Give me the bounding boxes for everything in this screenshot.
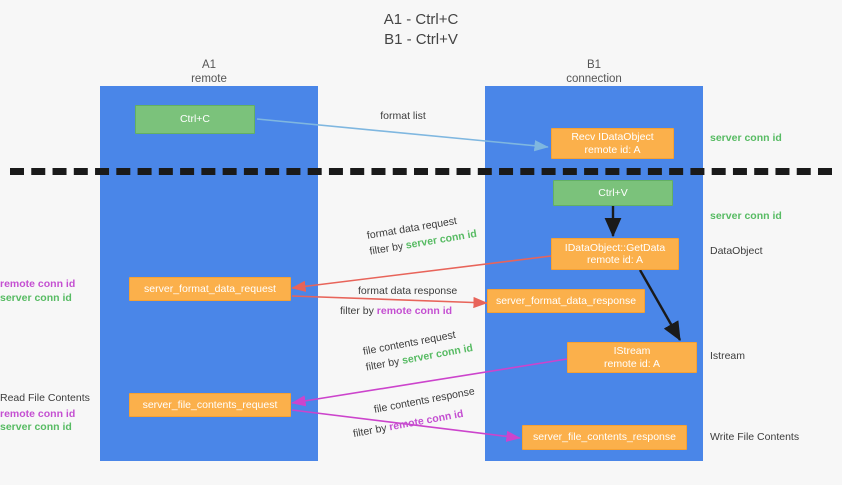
annotation-remote-conn-id-1: remote conn id xyxy=(0,278,76,290)
filter-by-text: filter by xyxy=(368,240,405,258)
annotation-server-conn-id-top: server conn id xyxy=(710,132,782,144)
annotation-dataobject: DataObject xyxy=(710,245,763,257)
annotation-left-conn-ids: remote conn id server conn id xyxy=(0,278,95,305)
label-file-contents-request-group: file contents request filter by server c… xyxy=(362,326,474,374)
annotation-write-file-contents: Write File Contents xyxy=(710,431,800,443)
node-istream-label: IStream xyxy=(613,345,651,357)
annotation-server-conn-id-2: server conn id xyxy=(0,421,72,433)
node-idataobject-getdata-remote-id: remote id: A xyxy=(586,254,644,266)
node-idataobject-getdata[interactable]: IDataObject::GetData remote id: A xyxy=(551,238,679,270)
node-istream-remote-id: remote id: A xyxy=(603,357,661,370)
label-file-contents-response-filter: filter by remote conn id xyxy=(352,405,479,441)
remote-conn-id-text: remote conn id xyxy=(376,305,453,317)
node-server-file-contents-request[interactable]: server_file_contents_request xyxy=(129,393,291,417)
node-recv-idataobject-remote-id: remote id: A xyxy=(584,143,641,156)
label-format-data-response: format data response xyxy=(358,285,458,297)
node-ctrl-v-label: Ctrl+V xyxy=(598,186,628,199)
lane-header-b1: B1 connection xyxy=(485,58,703,86)
node-server-format-data-response[interactable]: server_format_data_response xyxy=(487,289,645,313)
node-server-format-data-response-label: server_format_data_response xyxy=(495,294,637,307)
title-line-2: B1 - Ctrl+V xyxy=(384,31,458,48)
label-file-contents-response-group: file contents response filter by remote … xyxy=(352,385,479,440)
page-title: A1 - Ctrl+C B1 - Ctrl+V xyxy=(0,10,842,50)
node-ctrl-c-label: Ctrl+C xyxy=(179,113,211,126)
annotation-read-file-contents: Read File Contents xyxy=(0,392,90,404)
node-ctrl-v[interactable]: Ctrl+V xyxy=(553,180,673,206)
phase-divider xyxy=(10,168,832,175)
label-format-data-response-group: format data response filter by remote co… xyxy=(340,285,458,318)
annotation-server-conn-id-1: server conn id xyxy=(0,291,72,304)
node-idataobject-getdata-label: IDataObject::GetData xyxy=(564,241,666,254)
title-line-1: A1 - Ctrl+C xyxy=(383,11,459,28)
node-server-format-data-request[interactable]: server_format_data_request xyxy=(129,277,291,301)
node-server-file-contents-response-label: server_file_contents_response xyxy=(532,431,676,444)
label-format-data-response-filter: filter by remote conn id xyxy=(340,305,457,318)
node-ctrl-c[interactable]: Ctrl+C xyxy=(135,105,255,134)
label-format-data-request-group: format data request filter by server con… xyxy=(366,212,478,259)
node-recv-idataobject-label: Recv IDataObject xyxy=(571,131,654,143)
node-server-file-contents-response[interactable]: server_file_contents_response xyxy=(522,425,687,450)
label-format-list: format list xyxy=(380,110,426,122)
lane-b1-name: B1 xyxy=(586,59,602,71)
filter-by-text-4: filter by xyxy=(352,422,388,441)
lane-a1-sub: remote xyxy=(191,73,227,85)
lane-header-a1: A1 remote xyxy=(100,58,318,86)
annotation-read-file-contents-group: Read File Contents remote conn id server… xyxy=(0,392,95,435)
annotation-server-conn-id-mid: server conn id xyxy=(710,210,782,222)
annotation-istream: Istream xyxy=(710,350,746,362)
node-recv-idataobject[interactable]: Recv IDataObject remote id: A xyxy=(551,128,674,159)
filter-by-text-2: filter by xyxy=(340,305,374,317)
annotation-remote-conn-id-2: remote conn id xyxy=(0,407,76,420)
node-server-file-contents-request-label: server_file_contents_request xyxy=(142,398,278,411)
node-server-format-data-request-label: server_format_data_request xyxy=(144,282,276,295)
filter-by-text-3: filter by xyxy=(364,355,401,374)
node-istream[interactable]: IStream remote id: A xyxy=(567,342,697,373)
lane-a1-name: A1 xyxy=(201,59,217,71)
lane-b1-sub: connection xyxy=(566,73,622,85)
